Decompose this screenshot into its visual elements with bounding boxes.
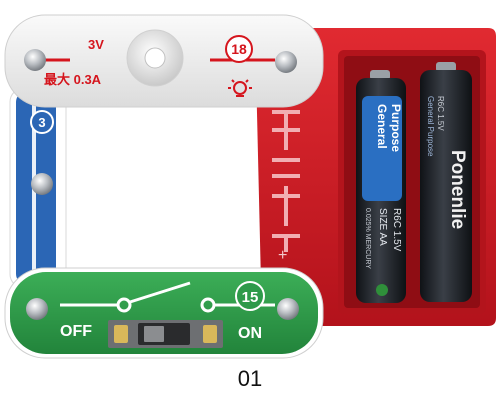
switch-module-15: OFF ON 15 <box>4 267 324 359</box>
snap-rivet <box>24 49 46 71</box>
battery-right-label-1: General Purpose <box>426 96 435 157</box>
battery-right-label-2: R6C 1.5V <box>436 96 445 131</box>
lamp-module-18: 3V 最大 0.3A 18 <box>4 14 324 108</box>
snap-rivet <box>26 298 48 320</box>
battery-left-label-2: Purpose <box>389 104 403 152</box>
switch-on-label: ON <box>238 325 262 342</box>
slide-switch-knob[interactable] <box>144 326 164 342</box>
snap-rivet <box>275 51 297 73</box>
wire-module-number: 3 <box>38 115 45 130</box>
battery-left-logo <box>376 284 388 296</box>
battery-left-label-1: General <box>375 104 389 149</box>
holder-plus-mark-bottom: + <box>278 247 287 264</box>
switch-pin <box>203 325 217 343</box>
lamp-icon <box>228 79 252 97</box>
lamp-number: 18 <box>231 41 247 57</box>
battery-left-label-5: 0.025% MERCURY <box>364 208 371 269</box>
holder-emboss-pattern <box>272 110 300 252</box>
wire-module-3: 3 <box>9 87 67 289</box>
image-caption: 01 <box>237 366 263 391</box>
switch-pin <box>114 325 128 343</box>
battery-right: Ponenlie General Purpose R6C 1.5V <box>420 62 472 302</box>
battery-left: General Purpose SIZE AA R6C 1.5V 0.025% … <box>356 70 406 303</box>
switch-off-label: OFF <box>60 323 92 340</box>
lamp-voltage: 3V <box>88 37 104 52</box>
battery-right-brand: Ponenlie <box>447 150 468 229</box>
lamp-rating: 最大 0.3A <box>44 72 102 87</box>
battery-left-label-4: R6C 1.5V <box>391 208 402 252</box>
switch-number: 15 <box>242 289 259 306</box>
battery-left-label-3: SIZE AA <box>377 208 388 246</box>
snap-rivet <box>31 173 53 195</box>
snap-rivet <box>277 298 299 320</box>
